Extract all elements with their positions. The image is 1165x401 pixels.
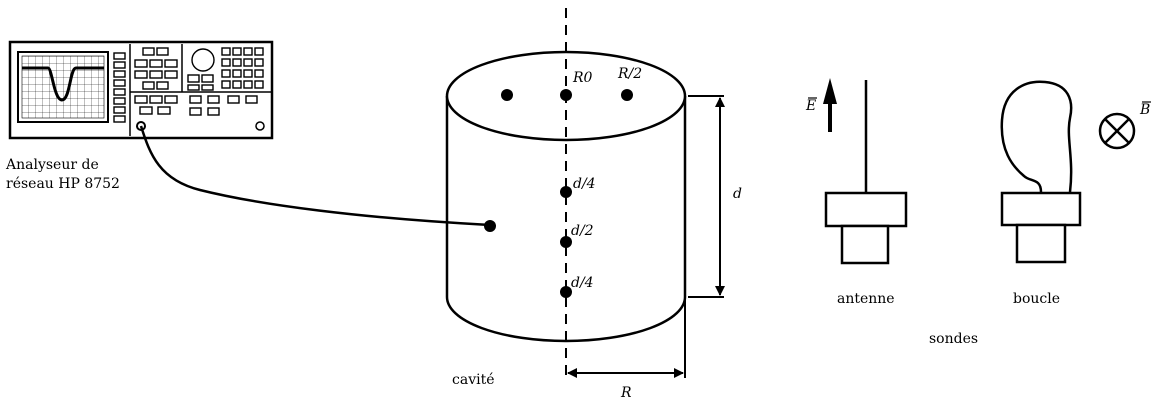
probes-group-label: sondes [929, 331, 978, 347]
antenna-probe [824, 80, 908, 265]
top-dot-center [560, 89, 572, 101]
top-dot-left [501, 89, 513, 101]
b-field-into-page-icon [1098, 112, 1136, 150]
label-d: d [733, 186, 742, 202]
analyzer-knob [255, 121, 265, 131]
label-r-half: R/2 [617, 66, 642, 82]
e-field-arrow-head [823, 78, 837, 104]
label-d-quarter-lower: d/4 [571, 275, 594, 291]
loop-label: boucle [1013, 291, 1060, 307]
label-r0: R0 [572, 70, 593, 86]
loop-body [1015, 223, 1067, 264]
loop-connector [1000, 191, 1082, 227]
axis-dot-lower [560, 286, 572, 298]
analyzer-caption-line1: Analyseur de [5, 157, 99, 173]
analyzer-softkeys [113, 52, 126, 123]
analyzer-screen-grid [21, 55, 105, 119]
antenna-label: antenne [837, 291, 895, 307]
b-field-label: B [1139, 102, 1150, 118]
label-r: R [620, 385, 632, 401]
analyzer-caption-line2: réseau HP 8752 [6, 176, 120, 192]
axis-dot-upper [560, 186, 572, 198]
analyzer-keypad [134, 47, 264, 116]
antenna-body [840, 224, 890, 265]
loop-wire [1000, 80, 1073, 193]
loop-probe [1000, 80, 1082, 264]
e-field-label: E [805, 98, 816, 114]
cavity-caption: cavité [452, 372, 495, 388]
antenna-connector [824, 191, 908, 228]
top-dot-half-radius [621, 89, 633, 101]
label-d-half: d/2 [571, 223, 594, 239]
coax-cable [139, 125, 491, 227]
feed-point [484, 220, 496, 232]
analyzer-trace [22, 66, 104, 102]
network-analyzer [8, 40, 274, 140]
axis-dot-middle [560, 236, 572, 248]
label-d-quarter-upper: d/4 [573, 176, 596, 192]
